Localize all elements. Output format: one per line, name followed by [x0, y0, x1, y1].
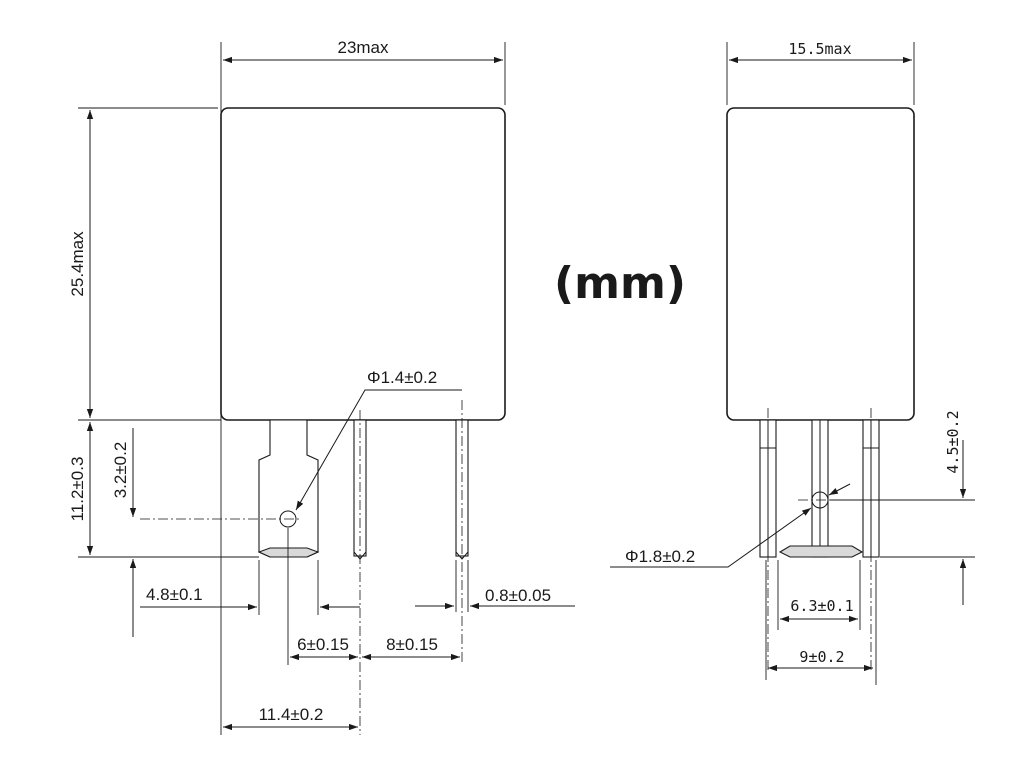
front-terminal-tip — [257, 547, 320, 558]
label-side-pitch-a: 6.3±0.1 — [790, 597, 853, 615]
side-view: 15.5max 4.5±0.2 Φ1.8±0.2 6.3±0.1 9±0.2 — [610, 40, 975, 685]
label-front-offset: 11.4±0.2 — [259, 705, 324, 724]
label-front-hole-height: 3.2±0.2 — [111, 442, 130, 499]
leader-side-hole-arrow — [828, 483, 851, 496]
units-label: (mm) — [554, 258, 686, 309]
label-front-pitch-a: 6±0.15 — [297, 635, 349, 654]
label-side-hole-diameter: Φ1.8±0.2 — [625, 547, 695, 566]
front-wide-terminal — [258, 419, 319, 558]
label-front-pin-length: 11.2±0.3 — [68, 457, 87, 522]
label-front-terminal-half-width: 4.8±0.1 — [146, 585, 203, 604]
front-view: 23max 25.4max 11.2±0.3 3.2±0.2 Φ1.4±0.2 … — [68, 38, 575, 735]
label-front-pitch-b: 8±0.15 — [386, 635, 438, 654]
front-relay-body — [220, 107, 506, 421]
label-side-pitch-b: 9±0.2 — [799, 648, 844, 666]
label-side-width: 15.5max — [788, 40, 851, 58]
leader-front-hole — [295, 389, 462, 511]
label-side-hole-height: 4.5±0.2 — [944, 410, 962, 473]
label-front-width: 23max — [337, 38, 389, 57]
label-front-pin-thickness: 0.8±0.05 — [485, 586, 551, 605]
leader-side-hole — [610, 507, 812, 568]
side-terminal-tip — [778, 545, 864, 558]
label-front-hole-diameter: Φ1.4±0.2 — [367, 368, 437, 387]
side-relay-body — [726, 107, 915, 421]
label-front-height: 25.4max — [68, 231, 87, 297]
